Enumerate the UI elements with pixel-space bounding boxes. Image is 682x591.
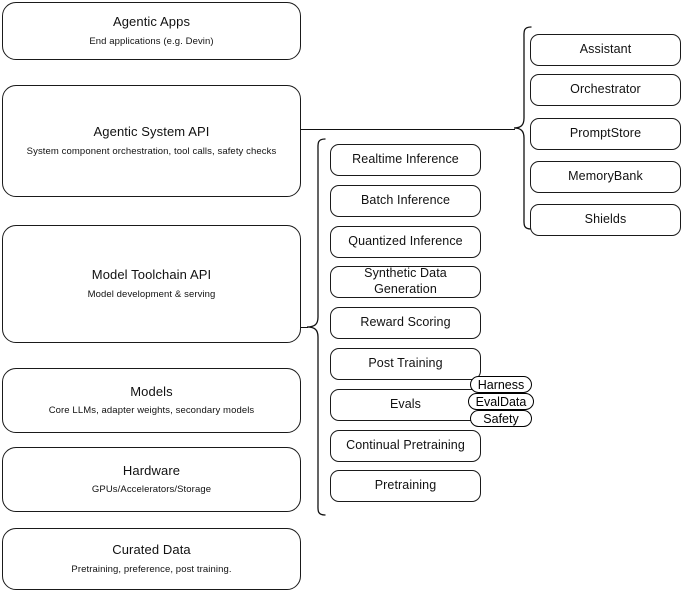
capability-reward-scoring[interactable]: Reward Scoring xyxy=(330,307,481,339)
capability-label: Continual Pretraining xyxy=(346,438,465,453)
layer-subtitle: End applications (e.g. Devin) xyxy=(89,35,214,47)
connector-system-api-to-components xyxy=(301,129,515,130)
component-label: Assistant xyxy=(579,42,632,57)
layer-subtitle: Pretraining, preference, post training. xyxy=(71,563,232,575)
pill-label: EvalData xyxy=(475,394,527,409)
capability-label: Post Training xyxy=(368,356,443,371)
layer-title: Models xyxy=(130,383,173,399)
system-component-promptstore[interactable]: PromptStore xyxy=(530,118,681,150)
pill-label: Harness xyxy=(477,377,525,392)
component-label: MemoryBank xyxy=(568,169,643,184)
brace-toolchain-capabilities xyxy=(306,138,326,516)
capability-label: Synthetic Data Generation xyxy=(364,266,447,296)
layer-agentic-system-api[interactable]: Agentic System API System component orch… xyxy=(2,85,301,197)
capability-continual-pretraining[interactable]: Continual Pretraining xyxy=(330,430,481,462)
layer-hardware[interactable]: Hardware GPUs/Accelerators/Storage xyxy=(2,447,301,512)
layer-title: Hardware xyxy=(122,462,181,478)
layer-subtitle: Model development & serving xyxy=(87,288,216,300)
capability-label: Reward Scoring xyxy=(360,315,451,330)
capability-evals[interactable]: Evals xyxy=(330,389,481,421)
component-label: Shields xyxy=(584,212,627,227)
evals-subcomponent-harness[interactable]: Harness xyxy=(470,376,532,393)
system-component-orchestrator[interactable]: Orchestrator xyxy=(530,74,681,106)
layer-title: Agentic Apps xyxy=(112,14,191,30)
capability-pretraining[interactable]: Pretraining xyxy=(330,470,481,502)
layer-title: Curated Data xyxy=(112,542,191,558)
capability-realtime-inference[interactable]: Realtime Inference xyxy=(330,144,481,176)
system-component-assistant[interactable]: Assistant xyxy=(530,34,681,66)
system-component-shields[interactable]: Shields xyxy=(530,204,681,236)
layer-title: Model Toolchain API xyxy=(91,267,212,283)
layer-model-toolchain-api[interactable]: Model Toolchain API Model development & … xyxy=(2,225,301,343)
layer-curated-data[interactable]: Curated Data Pretraining, preference, po… xyxy=(2,528,301,590)
capability-label: Batch Inference xyxy=(360,193,451,208)
connector-toolchain-stub xyxy=(301,327,308,328)
evals-subcomponent-evaldata[interactable]: EvalData xyxy=(468,393,534,410)
brace-system-components xyxy=(513,26,533,230)
capability-label: Quantized Inference xyxy=(348,234,463,249)
evals-subcomponent-safety[interactable]: Safety xyxy=(470,410,532,427)
capability-label: Pretraining xyxy=(374,478,437,493)
capability-post-training[interactable]: Post Training xyxy=(330,348,481,380)
layer-agentic-apps[interactable]: Agentic Apps End applications (e.g. Devi… xyxy=(2,2,301,60)
component-label: Orchestrator xyxy=(570,82,641,97)
layer-models[interactable]: Models Core LLMs, adapter weights, secon… xyxy=(2,368,301,433)
capability-label: Realtime Inference xyxy=(352,152,459,167)
layer-title: Agentic System API xyxy=(93,124,210,140)
capability-batch-inference[interactable]: Batch Inference xyxy=(330,185,481,217)
capability-synthetic-data-generation[interactable]: Synthetic Data Generation xyxy=(330,266,481,298)
layer-subtitle: GPUs/Accelerators/Storage xyxy=(91,484,212,496)
layer-subtitle: System component orchestration, tool cal… xyxy=(26,145,277,157)
component-label: PromptStore xyxy=(569,126,642,141)
capability-label: Evals xyxy=(389,397,422,412)
pill-label: Safety xyxy=(483,411,519,426)
layer-subtitle: Core LLMs, adapter weights, secondary mo… xyxy=(48,405,255,417)
system-component-memorybank[interactable]: MemoryBank xyxy=(530,161,681,193)
capability-quantized-inference[interactable]: Quantized Inference xyxy=(330,226,481,258)
